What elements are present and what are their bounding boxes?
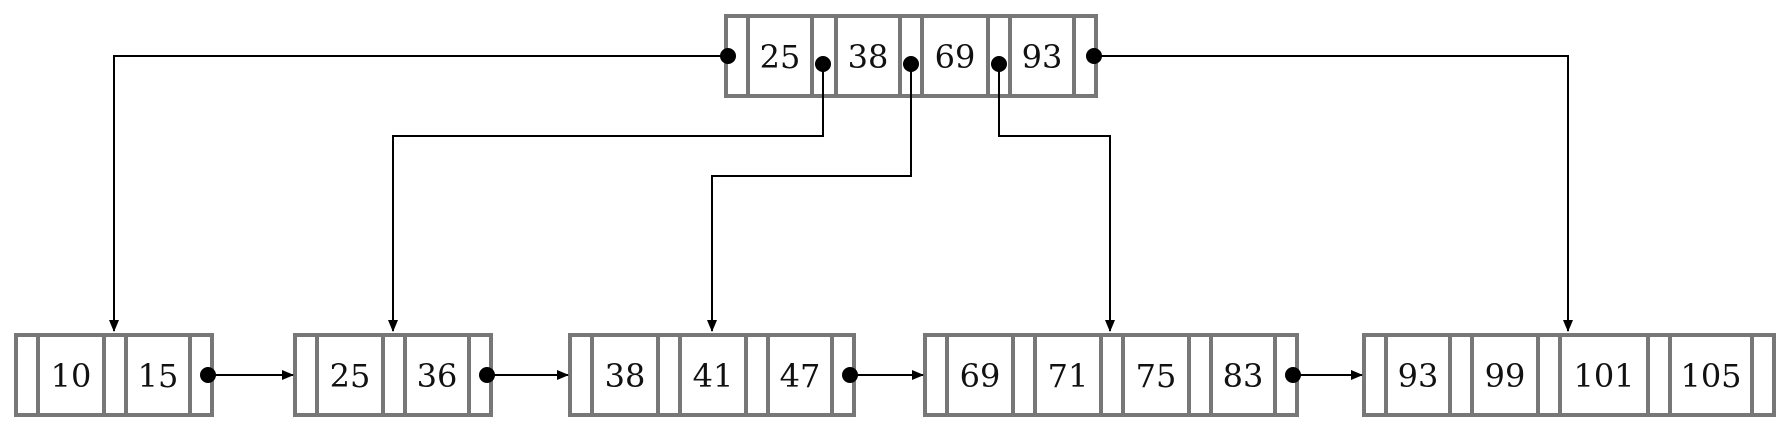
pointer-dot [479,367,495,383]
leaf-key: 83 [1223,357,1264,395]
pointer-dot [1285,367,1301,383]
leaf-node-border [293,333,493,417]
leaf-node-border [14,333,214,417]
leaf-key: 93 [1398,357,1439,395]
leaf-key: 38 [605,357,646,395]
leaf-key: 47 [780,357,821,395]
pointer-dot [991,56,1007,72]
pointer-edge [998,64,1115,332]
pointer-dot [903,56,919,72]
leaf-node: 10 15 [14,333,214,417]
root-key: 93 [1022,38,1063,76]
pointer-edge [388,64,824,332]
leaf-key: 105 [1680,357,1741,395]
leaf-key: 15 [138,357,179,395]
pointer-edge [109,55,728,332]
pointer-dot [1086,48,1102,64]
leaf-node: 93 99 101 105 [1362,333,1776,417]
leaf-node: 69 71 75 83 [923,333,1299,417]
leaf-key: 99 [1485,357,1526,395]
root-key: 25 [760,38,801,76]
leaf-key: 101 [1573,357,1634,395]
pointer-dot [200,367,216,383]
pointer-dot [842,367,858,383]
root-key: 38 [848,38,889,76]
leaf-node: 38 41 47 [568,333,856,417]
pointer-dot [815,56,831,72]
leaf-key: 71 [1048,357,1089,395]
leaf-key: 36 [417,357,458,395]
root-key: 69 [935,38,976,76]
leaf-key: 41 [693,357,734,395]
leaf-node-border [1362,333,1776,417]
pointer-edge [1094,55,1573,332]
leaf-key: 10 [51,357,92,395]
leaf-key: 69 [960,357,1001,395]
leaf-key: 75 [1136,357,1177,395]
leaf-node: 25 36 [293,333,493,417]
pointer-edge [707,64,912,332]
leaf-key: 25 [330,357,371,395]
pointer-dot [720,48,736,64]
